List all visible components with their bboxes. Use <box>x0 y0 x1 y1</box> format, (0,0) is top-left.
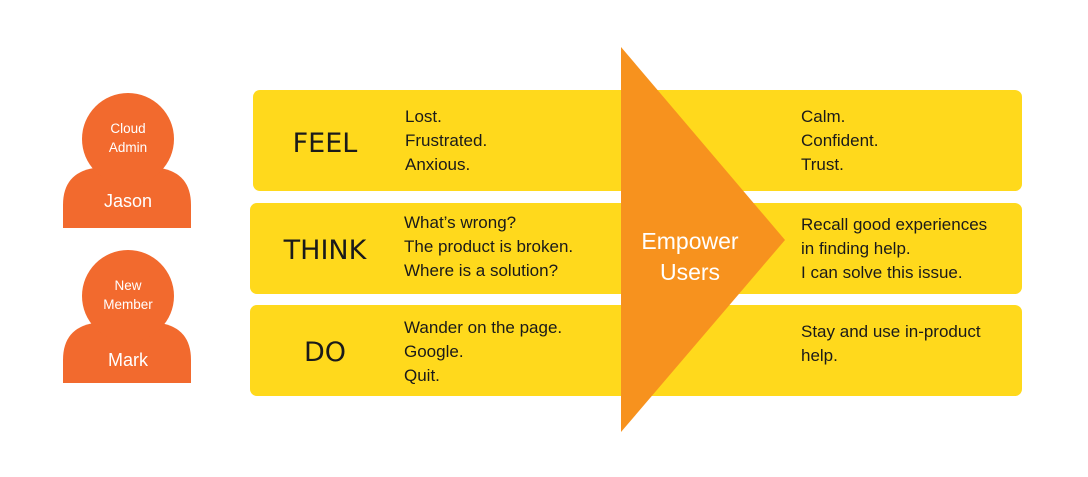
list-item: Confident. <box>801 131 879 150</box>
think-after-list: Recall good experiences in finding help.… <box>801 213 987 285</box>
list-item: Quit. <box>404 366 440 385</box>
list-item: Where is a solution? <box>404 261 559 280</box>
do-before-list: Wander on the page. Google. Quit. <box>404 316 562 388</box>
persona-mark <box>63 250 191 383</box>
person-body-jason <box>63 168 191 228</box>
list-item: Frustrated. <box>405 131 488 150</box>
list-item: Stay and use in-product <box>801 322 981 341</box>
persona-name-mark: Mark <box>108 350 148 370</box>
row-label-do: DO <box>303 337 347 368</box>
person-head-jason <box>82 93 174 185</box>
list-item: Calm. <box>801 107 846 126</box>
list-item: I can solve this issue. <box>801 263 963 282</box>
persona-name-jason: Jason <box>103 191 153 211</box>
list-item: Anxious. <box>405 155 471 174</box>
feel-after-list: Calm. Confident. Trust. <box>801 105 879 177</box>
person-head-mark <box>82 250 174 342</box>
arrow-label: Empower Users <box>641 228 739 285</box>
row-label-feel: FEEL <box>292 128 358 159</box>
feel-before-list: Lost. Frustrated. Anxious. <box>405 105 487 177</box>
right-arrow-icon <box>621 47 785 432</box>
list-item: Lost. <box>405 107 442 126</box>
persona-jason <box>63 93 191 228</box>
list-item: Recall good experiences <box>801 215 988 234</box>
persona-role-jason: Cloud Admin <box>108 121 148 155</box>
person-body-mark <box>63 323 191 383</box>
list-item: Trust. <box>801 155 844 174</box>
row-label-think: THINK <box>283 235 367 266</box>
list-item: Google. <box>404 342 464 361</box>
list-item: What’s wrong? <box>404 213 517 232</box>
list-item: in finding help. <box>801 239 911 258</box>
list-item: The product is broken. <box>404 237 574 256</box>
persona-role-mark: New Member <box>103 278 153 312</box>
think-before-list: What’s wrong? The product is broken. Whe… <box>404 211 573 283</box>
do-after-list: Stay and use in-product help. <box>801 320 981 368</box>
list-item: Wander on the page. <box>404 318 563 337</box>
list-item: help. <box>801 346 838 365</box>
